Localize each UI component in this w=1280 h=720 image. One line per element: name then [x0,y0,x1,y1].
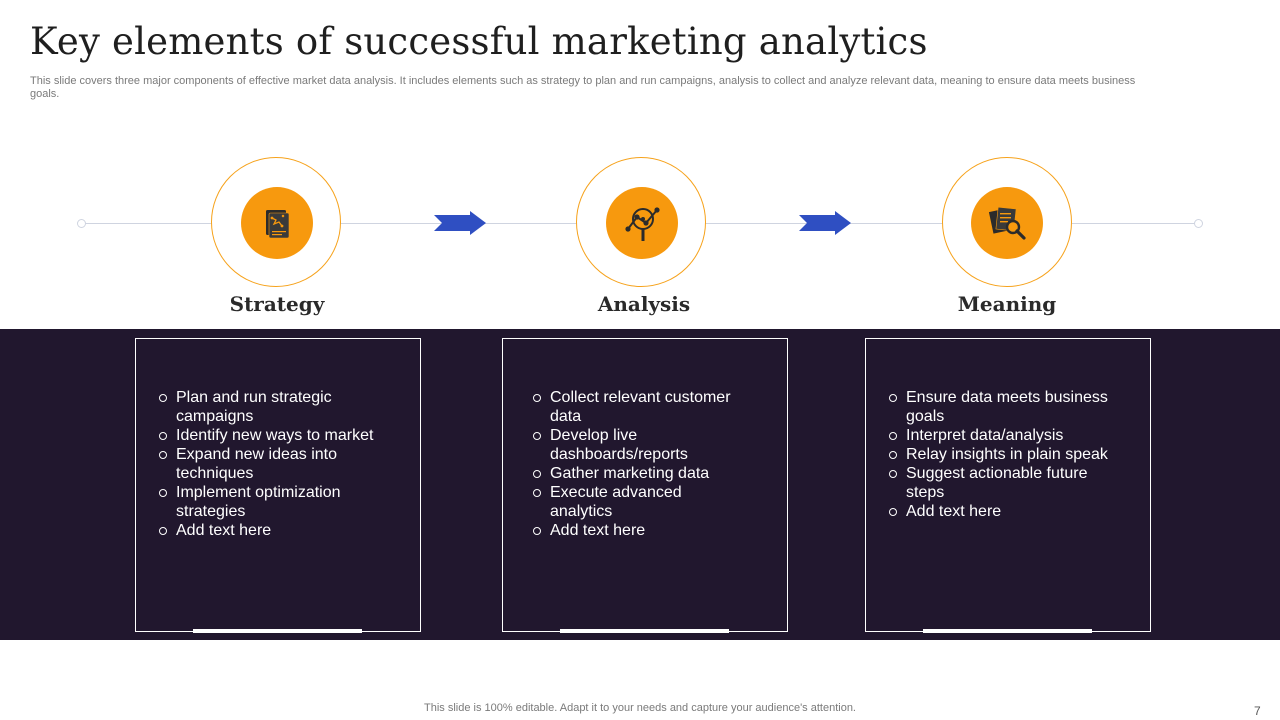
meaning-label: Meaning [957,292,1057,316]
timeline-start-dot [77,219,86,228]
list-item: Gather marketing data [532,464,747,483]
meaning-bullet-list: Ensure data meets business goals Interpr… [888,388,1120,521]
list-item: Relay insights in plain speak [888,445,1120,464]
strategy-card: Plan and run strategic campaigns Identif… [135,338,421,633]
meaning-card: Ensure data meets business goals Interpr… [865,338,1151,633]
list-item: Suggest actionable future steps [888,464,1120,502]
card-accent-bar [560,629,729,633]
strategy-label: Strategy [229,292,325,316]
timeline-end-dot [1194,219,1203,228]
slide-subtitle: This slide covers three major components… [30,75,1136,100]
list-item: Add text here [158,521,410,540]
analysis-icon-disc [606,187,678,259]
strategy-bullet-list: Plan and run strategic campaigns Identif… [158,388,410,540]
list-item: Ensure data meets business goals [888,388,1120,426]
analysis-bullet-list: Collect relevant customer data Develop l… [532,388,747,540]
strategy-icon-disc [241,187,313,259]
documents-search-icon [988,206,1026,240]
right-arrow-icon [799,211,851,235]
footer-note: This slide is 100% editable. Adapt it to… [424,702,856,714]
right-arrow-icon [434,211,486,235]
strategy-document-icon [266,210,290,239]
list-item: Add text here [888,502,1120,521]
meaning-icon-disc [971,187,1043,259]
list-item: Develop live dashboards/reports [532,426,747,464]
list-item: Expand new ideas into techniques [158,445,410,483]
list-item: Identify new ways to market [158,426,410,445]
analysis-label: Analysis [597,292,691,316]
content-band [0,329,1280,640]
analytics-magnifier-icon [625,207,660,241]
list-item: Collect relevant customer data [532,388,747,426]
list-item: Implement optimization strategies [158,483,410,521]
slide-title: Key elements of successful marketing ana… [30,20,928,63]
analysis-card: Collect relevant customer data Develop l… [502,338,788,633]
card-accent-bar [193,629,362,633]
page-number: 7 [1254,704,1261,718]
list-item: Execute advanced analytics [532,483,747,521]
list-item: Plan and run strategic campaigns [158,388,410,426]
list-item: Add text here [532,521,747,540]
list-item: Interpret data/analysis [888,426,1120,445]
card-accent-bar [923,629,1092,633]
